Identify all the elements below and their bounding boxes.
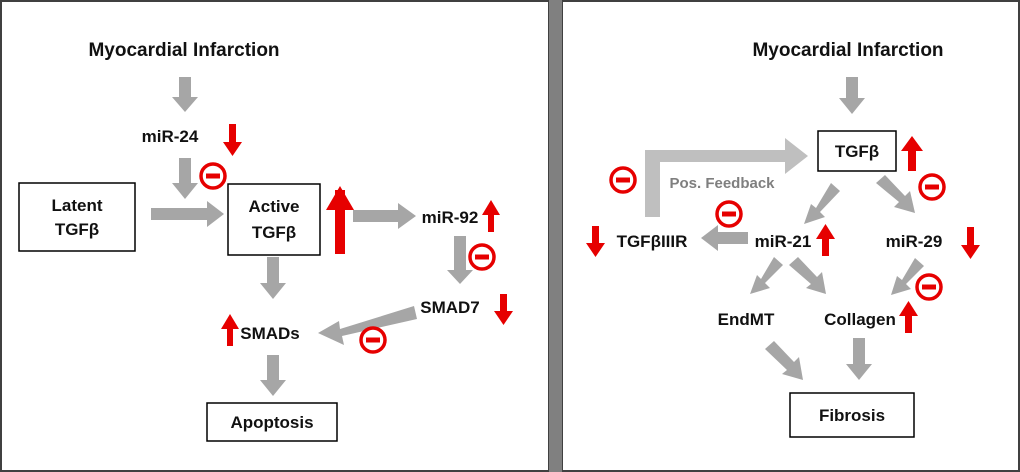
mir29-down-arrow [961, 227, 980, 259]
arrow-mi-to-tgfb [839, 77, 865, 114]
arrow-collagen-to-fibrosis [846, 338, 872, 380]
latent-tgfb-box [18, 182, 136, 252]
smad7-down-arrow [494, 294, 513, 325]
inhibit-icon-feedback [609, 166, 637, 194]
arrow-mir29-to-collagen [891, 258, 924, 295]
mir24-down-arrow [223, 124, 242, 156]
active-tgfb-box [227, 183, 321, 256]
arrow-latent-to-active [151, 201, 224, 227]
smad7-label: SMAD7 [420, 298, 480, 317]
tgfbiiir-down-arrow [586, 226, 605, 257]
inhibit-icon-tgfb [715, 200, 743, 228]
arrow-smad7-to-smads [318, 306, 417, 345]
tgfb-box [817, 130, 897, 172]
fibrosis-box [789, 392, 915, 438]
arrow-mir24-to-active [172, 158, 198, 199]
endmt-label: EndMT [718, 310, 775, 329]
collagen-up-arrow-head [899, 301, 918, 316]
inhibit-icon-mir29 [915, 273, 943, 301]
arrow-mir21-to-collagen [789, 257, 826, 294]
arrow-mir21-to-endmt [750, 257, 783, 294]
mir21-up-arrow-head [816, 224, 835, 239]
right-title: Myocardial Infarction [752, 40, 943, 61]
mir21-up-arrow [822, 238, 829, 256]
inhibit-icon-smad7 [359, 326, 387, 354]
feedback-loop-arrow [645, 138, 808, 217]
inhibit-icon-mir24 [199, 162, 227, 190]
mir29-label: miR-29 [886, 232, 943, 251]
arrow-mir92-to-smad7 [447, 236, 473, 284]
inhibit-icon-mir92 [468, 243, 496, 271]
active-up-arrow [326, 186, 354, 254]
apoptosis-label: Apoptosis [230, 413, 313, 432]
smads-label: SMADs [240, 324, 300, 343]
arrow-mir21-to-tgfbiiir [701, 225, 748, 251]
smads-up-arrow-head [221, 314, 239, 329]
mir24-label: miR-24 [142, 127, 199, 146]
arrow-active-to-mir92 [353, 203, 416, 229]
mir92-label: miR-92 [422, 208, 479, 227]
arrow-smads-to-apoptosis [260, 355, 286, 396]
latent-label-line1: Latent [52, 196, 103, 215]
tgfb-up-arrow [908, 149, 916, 171]
panel-divider [549, 0, 562, 472]
feedback-label: Pos. Feedback [669, 175, 775, 192]
arrow-mi-to-mir24 [172, 77, 198, 112]
collagen-up-arrow [905, 315, 912, 333]
mir21-label: miR-21 [755, 232, 812, 251]
mir92-up-arrow [488, 214, 494, 232]
fibrosis-label: Fibrosis [819, 406, 885, 425]
apoptosis-box [206, 402, 338, 442]
tgfbiiir-label: TGFβIIIR [617, 232, 688, 251]
tgfb-label: TGFβ [835, 142, 879, 161]
latent-label-line2: TGFβ [55, 220, 99, 239]
arrow-endmt-to-fibrosis [765, 341, 803, 380]
arrow-active-to-smads [260, 257, 286, 299]
mir92-up-arrow-head [482, 200, 500, 215]
inhibit-icon-mir29-path [918, 173, 946, 201]
tgfb-up-arrow-head [901, 136, 923, 151]
arrow-tgfb-to-mir21 [804, 183, 840, 224]
collagen-label: Collagen [824, 310, 896, 329]
active-label-line2: TGFβ [252, 223, 296, 242]
left-title: Myocardial Infarction [88, 40, 279, 61]
active-label-line1: Active [248, 197, 299, 216]
arrow-tgfb-to-mir29 [876, 175, 915, 213]
smads-up-arrow [227, 328, 233, 346]
